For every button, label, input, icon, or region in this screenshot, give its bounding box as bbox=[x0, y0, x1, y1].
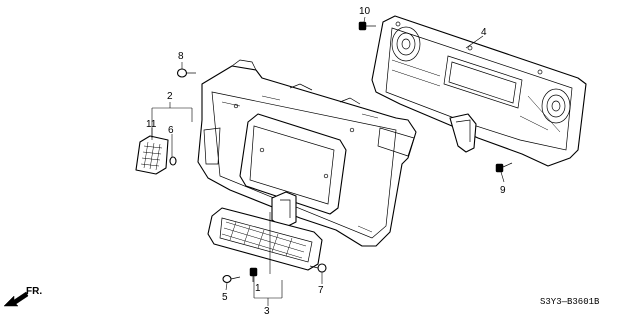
screw-9 bbox=[495, 162, 513, 173]
callout-8: 8 bbox=[178, 51, 184, 62]
callout-7: 7 bbox=[318, 285, 324, 296]
front-direction-arrow bbox=[3, 291, 29, 307]
callout-11: 11 bbox=[146, 119, 157, 130]
rear-trim-panel bbox=[197, 59, 417, 247]
small-grille bbox=[135, 135, 169, 175]
net-pocket bbox=[207, 207, 323, 271]
clip-6 bbox=[169, 156, 177, 166]
callout-3: 3 bbox=[264, 306, 270, 317]
callout-4: 4 bbox=[481, 27, 487, 38]
rear-speaker-panel bbox=[371, 15, 587, 167]
leader-lines bbox=[151, 16, 505, 306]
callout-6: 6 bbox=[168, 125, 174, 136]
screw-8 bbox=[176, 68, 196, 78]
callout-10: 10 bbox=[359, 6, 371, 17]
callout-1: 1 bbox=[255, 283, 261, 294]
direction-label: FR. bbox=[26, 286, 42, 297]
callout-9: 9 bbox=[500, 185, 506, 196]
clip-1 bbox=[249, 267, 258, 282]
callout-5: 5 bbox=[222, 292, 228, 303]
screw-10 bbox=[358, 21, 376, 31]
screw-5 bbox=[222, 274, 241, 284]
callout-2: 2 bbox=[167, 91, 173, 102]
diagram-code: S3Y3—B3601B bbox=[540, 297, 600, 307]
